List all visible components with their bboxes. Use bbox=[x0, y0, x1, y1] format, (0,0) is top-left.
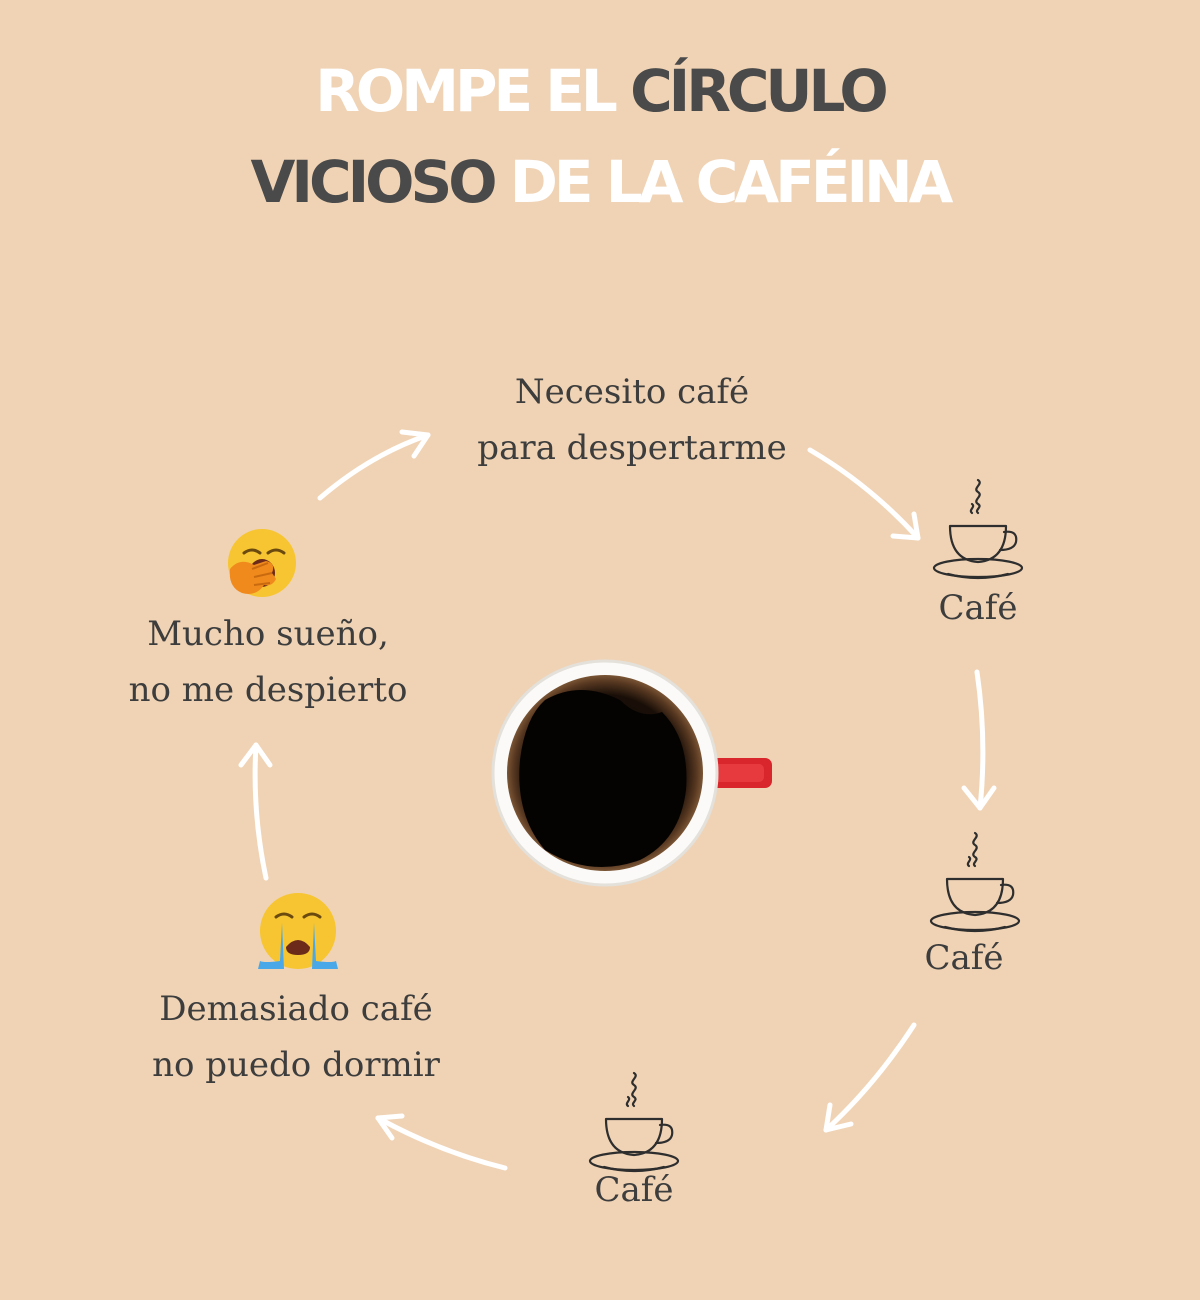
arrow-icon-cup1-to-cup2 bbox=[961, 669, 997, 811]
label-mucho-sueno-line1: Mucho sueño, bbox=[147, 614, 389, 654]
title-line-1: ROMPE EL CÍRCULO bbox=[0, 62, 1200, 120]
arrow-icon-cup2-to-cup3 bbox=[823, 1022, 917, 1133]
label-necesito-cafe-line2: para despertarme bbox=[477, 428, 787, 468]
coffee-cup-icon-3 bbox=[588, 1071, 680, 1173]
arrow-icon-cry-to-yawn bbox=[238, 742, 273, 881]
label-mucho-sueno-line2: no me despierto bbox=[128, 670, 408, 710]
label-cafe-2: Café bbox=[924, 938, 1004, 978]
title-circulo: CÍRCULO bbox=[630, 57, 889, 125]
arrow-icon-top-to-cup1 bbox=[807, 447, 921, 541]
title-rompe-el: ROMPE EL bbox=[315, 57, 618, 125]
arrow-icon-left-to-top bbox=[317, 429, 431, 501]
coffee-mug-photo bbox=[491, 659, 772, 887]
label-mucho-sueno: Mucho sueño, no me despierto bbox=[129, 606, 408, 718]
coffee-cup-icon-2 bbox=[929, 831, 1021, 933]
crying-face-icon bbox=[258, 893, 338, 969]
title-line-2: VICIOSO DE LA CAFÉINA bbox=[0, 153, 1200, 211]
label-necesito-cafe: Necesito café para despertarme bbox=[477, 364, 786, 476]
label-demasiado-cafe: Demasiado café no puedo dormir bbox=[152, 981, 440, 1093]
yawning-face-icon bbox=[228, 529, 296, 597]
arrow-icon-cup3-to-cry bbox=[375, 1113, 508, 1171]
label-demasiado-cafe-line2: no puedo dormir bbox=[152, 1045, 440, 1085]
label-necesito-cafe-line1: Necesito café bbox=[514, 372, 750, 412]
label-cafe-1: Café bbox=[938, 588, 1018, 628]
title-de-la-cafeina: DE LA CAFÉINA bbox=[509, 148, 954, 216]
title-vicioso: VICIOSO bbox=[250, 148, 498, 216]
label-demasiado-cafe-line1: Demasiado café bbox=[159, 989, 433, 1029]
coffee-cup-icon-1 bbox=[932, 478, 1024, 580]
label-cafe-3: Café bbox=[594, 1170, 674, 1210]
